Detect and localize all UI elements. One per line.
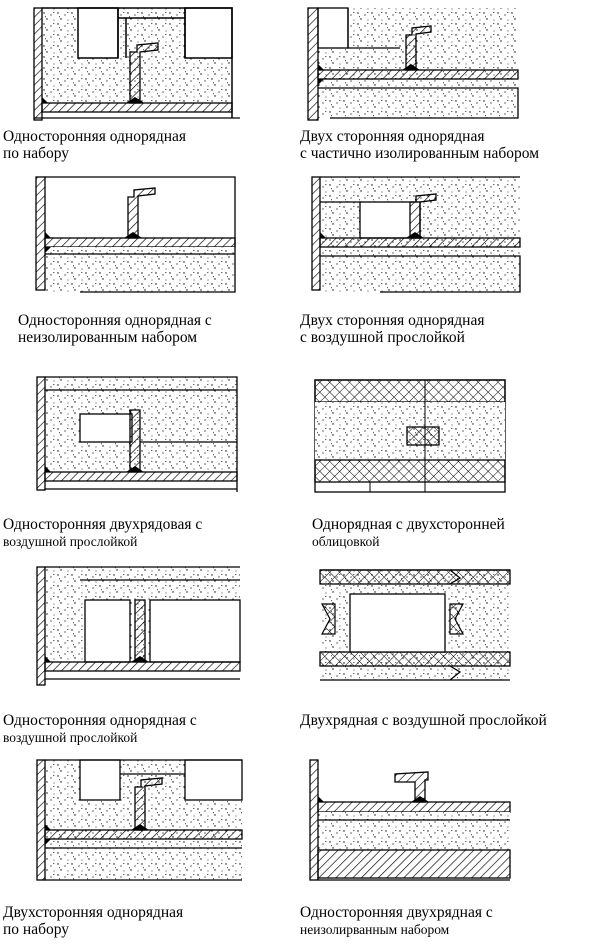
caption-line-2: по набору — [3, 145, 70, 162]
panel-6: Однорядная с двухсторонней облицовкой — [300, 372, 608, 562]
diagram-single-side-double-row-uninsulated — [309, 759, 511, 881]
diagram-double-row-air-gap — [319, 569, 511, 681]
diagram-single-row-air-gap — [36, 566, 241, 686]
diagram-single-row-uninsulated-frame — [35, 176, 236, 293]
caption-line-2: неизолированным набором — [18, 329, 198, 346]
caption-line-1: Односторонняя двухрядная с — [300, 904, 493, 921]
panel-4: Двух сторонняя однорядная с воздушной пр… — [300, 172, 608, 362]
panel-5: Односторонняя двухрядовая с воздушной пр… — [0, 372, 300, 562]
caption-line-1: Двухсторонняя однорядная — [3, 904, 184, 921]
caption-line-2: воздушной прослойкой — [3, 534, 138, 549]
diagram-single-side-double-row-air-gap — [36, 376, 238, 492]
caption-line-2: воздушной прослойкой — [3, 730, 138, 745]
caption-line-2: с воздушной прослойкой — [300, 329, 465, 346]
panel-10: Односторонняя двухрядная с неизолирванны… — [300, 752, 608, 944]
caption-line-1: Односторонняя однорядная с — [18, 312, 212, 329]
diagram-double-side-single-row-frame — [36, 759, 243, 881]
diagram-double-side-partially-insulated — [307, 7, 519, 121]
caption-line-2: с частично изолированным набором — [300, 145, 540, 162]
panel-9: Двухсторонняя однорядная по набору — [0, 752, 300, 944]
caption-line-2: неизолирванным набором — [300, 922, 450, 937]
diagram-double-side-air-gap — [311, 176, 521, 293]
caption-line-1: Двухрядная с воздушной прослойкой — [300, 712, 547, 729]
diagram-single-row-by-frame — [33, 7, 240, 121]
caption-line-2: облицовкой — [312, 534, 380, 549]
caption-line-1: Однорядная с двухсторонней — [312, 516, 505, 533]
panel-1: Односторонняя однорядная по набору — [0, 0, 300, 180]
caption-line-1: Двух сторонняя однорядная — [300, 128, 485, 145]
caption-line-1: Односторонняя двухрядовая с — [3, 516, 203, 533]
panel-8: Двухрядная с воздушной прослойкой — [300, 562, 608, 752]
panel-7: Односторонняя однорядная с воздушной про… — [0, 562, 300, 752]
caption-line-1: Двух сторонняя однорядная — [300, 312, 485, 329]
diagram-single-row-double-cladding — [314, 379, 506, 493]
panel-3: Односторонняя однорядная с неизолированн… — [0, 172, 300, 362]
caption-line-1: Односторонняя однорядная с — [3, 712, 197, 729]
caption-line-2: по набору — [3, 921, 70, 938]
caption-line-1: Односторонняя однорядная — [3, 128, 187, 145]
panel-2: Двух сторонняя однорядная с частично изо… — [300, 0, 608, 180]
